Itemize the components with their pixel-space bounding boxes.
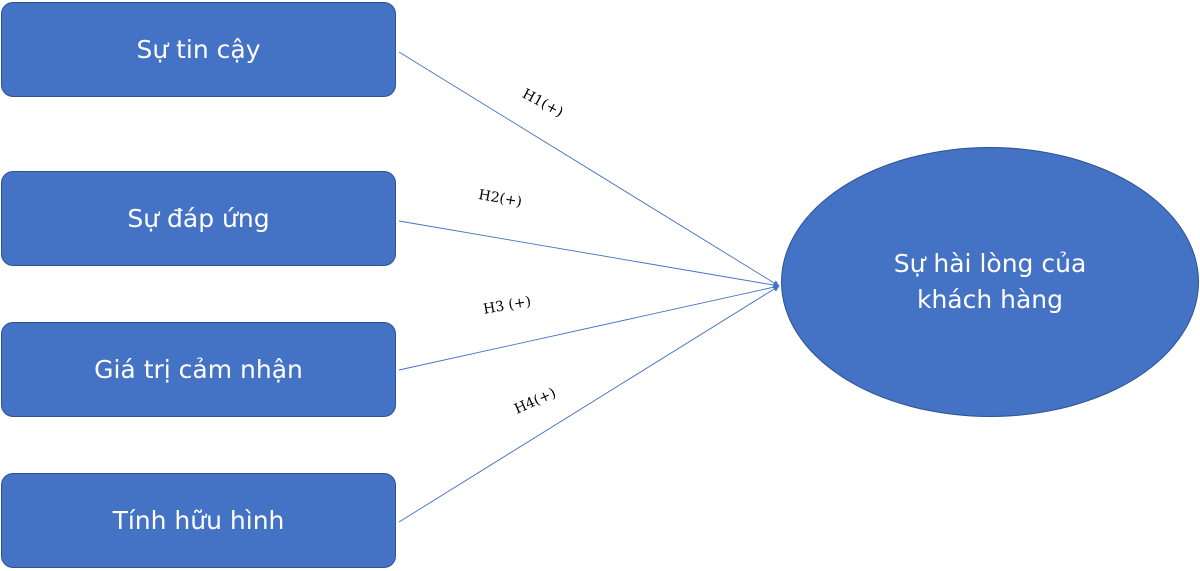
factor-box-tangibles: Tính hữu hình bbox=[1, 473, 396, 568]
factor-label: Giá trị cảm nhận bbox=[94, 355, 303, 384]
arrow-h4 bbox=[398, 285, 780, 523]
outcome-label: Sự hài lòng của khách hàng bbox=[893, 249, 1087, 314]
factor-box-perceived-value: Giá trị cảm nhận bbox=[1, 322, 396, 417]
arrow-h1 bbox=[398, 51, 780, 287]
factor-label: Tính hữu hình bbox=[112, 506, 285, 535]
outcome-ellipse: Sự hài lòng của khách hàng bbox=[781, 147, 1199, 417]
factor-label: Sự đáp ứng bbox=[127, 204, 270, 233]
factor-box-responsiveness: Sự đáp ứng bbox=[1, 171, 396, 266]
factor-box-reliability: Sự tin cậy bbox=[1, 2, 396, 97]
arrow-h2 bbox=[398, 220, 780, 289]
factor-label: Sự tin cậy bbox=[136, 35, 261, 64]
arrow-h3 bbox=[398, 284, 780, 371]
